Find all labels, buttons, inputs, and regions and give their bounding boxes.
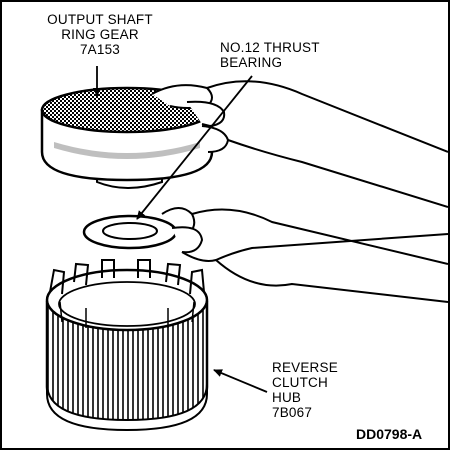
clutch-hub-label-line3: HUB: [272, 390, 302, 405]
ring-gear-label-line3: 7A153: [79, 42, 121, 57]
clutch-hub-label: REVERSE CLUTCH HUB 7B067: [272, 360, 372, 420]
thrust-bearing: [82, 207, 448, 303]
clutch-hub-leader: [213, 369, 268, 393]
ring-gear-drum: [40, 80, 448, 208]
thrust-bearing-label: NO.12 THRUST BEARING: [220, 40, 360, 70]
figure-id: DD0798-A: [356, 426, 423, 442]
thrust-bearing-label-line1: NO.12 THRUST: [220, 40, 320, 55]
clutch-hub-label-line2: CLUTCH: [272, 375, 328, 390]
ring-gear-label-line2: RING GEAR: [61, 27, 139, 42]
thrust-bearing-label-line2: BEARING: [220, 55, 283, 70]
thrust-bearing-leader: [136, 75, 253, 220]
clutch-hub-label-line1: REVERSE: [272, 360, 338, 375]
reverse-clutch-hub: [45, 259, 209, 432]
ring-gear-label-line1: OUTPUT SHAFT: [47, 12, 153, 27]
clutch-hub-label-line4: 7B067: [272, 405, 313, 420]
ring-gear-label: OUTPUT SHAFT RING GEAR 7A153: [40, 12, 160, 57]
